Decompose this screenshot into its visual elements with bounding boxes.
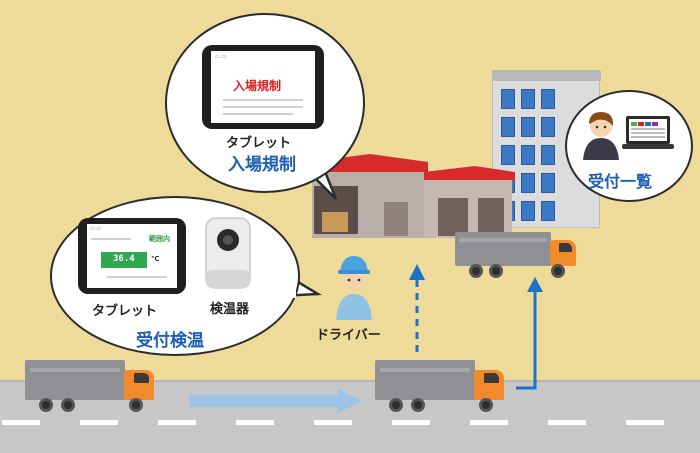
bubble-reception-thermometer-caption: 検温器 bbox=[210, 302, 250, 317]
tablet-entry: ▭ ▭ 入場規制 bbox=[202, 45, 324, 129]
lane-dash bbox=[236, 420, 274, 425]
building-window bbox=[501, 145, 515, 165]
lane-dash bbox=[2, 420, 40, 425]
building-window bbox=[501, 89, 515, 109]
lane-dash bbox=[626, 420, 664, 425]
truck-checkpoint bbox=[375, 360, 510, 416]
tablet-reception-badge: 範囲内 bbox=[149, 235, 170, 243]
lane-dash bbox=[314, 420, 352, 425]
truck-arriving bbox=[25, 360, 160, 416]
lane-dash bbox=[470, 420, 508, 425]
building-window bbox=[521, 173, 535, 193]
bubble-reception-tail-cover bbox=[284, 268, 296, 298]
bubble-entry-caption: タブレット bbox=[226, 136, 292, 151]
bubble-reception-title: 受付検温 bbox=[136, 331, 204, 351]
thermometer-device-icon bbox=[198, 214, 258, 292]
laptop-icon bbox=[622, 114, 674, 152]
building-window bbox=[541, 173, 555, 193]
tablet-reception: ▭ ▭ 範囲内 36.4 ℃ bbox=[78, 218, 186, 294]
tablet-entry-screen: ▭ ▭ 入場規制 bbox=[211, 51, 315, 123]
lane-dash bbox=[392, 420, 430, 425]
building-window bbox=[541, 201, 555, 221]
building-window bbox=[541, 89, 555, 109]
bubble-entry-title: 入場規制 bbox=[228, 155, 296, 175]
tablet-entry-screen-title: 入場規制 bbox=[233, 79, 282, 93]
receptionist-figure bbox=[577, 108, 627, 160]
driver-label: ドライバー bbox=[316, 328, 381, 343]
temperature-display: 36.4 bbox=[101, 252, 147, 268]
lane-dash bbox=[158, 420, 196, 425]
bubble-list-title: 受付一覧 bbox=[588, 172, 653, 191]
lane-dash bbox=[548, 420, 586, 425]
driver-figure bbox=[330, 250, 378, 320]
lane-dash bbox=[80, 420, 118, 425]
building-window bbox=[521, 145, 535, 165]
temperature-value: 36.4 bbox=[113, 254, 135, 264]
tablet-reception-screen: ▭ ▭ 範囲内 36.4 ℃ bbox=[87, 224, 177, 288]
bubble-entry-tail-cover bbox=[304, 160, 326, 170]
building-window bbox=[541, 145, 555, 165]
building-window bbox=[541, 117, 555, 137]
truck-parked bbox=[455, 232, 580, 282]
building-window bbox=[521, 89, 535, 109]
building-window bbox=[501, 117, 515, 137]
building-window bbox=[521, 201, 535, 221]
temperature-unit: ℃ bbox=[151, 255, 160, 263]
bubble-reception-tablet-caption: タブレット bbox=[92, 304, 158, 319]
building-window bbox=[521, 117, 535, 137]
